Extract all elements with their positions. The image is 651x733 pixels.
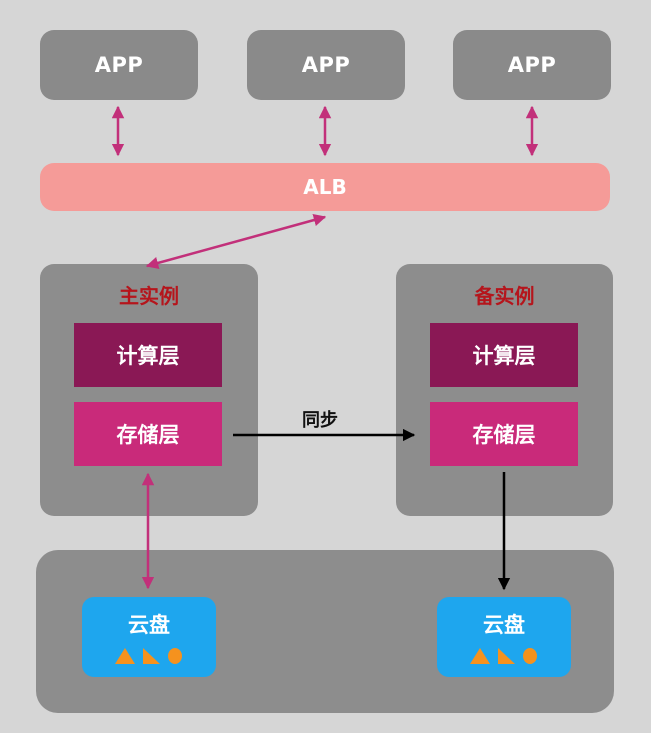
cloud-disk-label: 云盘 bbox=[483, 613, 525, 637]
alb-bar: ALB bbox=[40, 163, 610, 211]
standby-compute-layer: 计算层 bbox=[430, 323, 578, 387]
standby-storage-layer: 存储层 bbox=[430, 402, 578, 466]
triangle-icon bbox=[470, 648, 490, 664]
app-box-3: APP bbox=[453, 30, 611, 100]
triangle-icon bbox=[115, 648, 135, 664]
alb-primary-arrow bbox=[145, 213, 327, 270]
cloud-disk-standby: 云盘 bbox=[437, 597, 571, 677]
right-triangle-icon bbox=[143, 648, 160, 664]
compute-layer-label: 计算层 bbox=[116, 344, 180, 368]
sync-label: 同步 bbox=[302, 410, 338, 431]
app-label: APP bbox=[94, 53, 144, 77]
app-box-1: APP bbox=[40, 30, 198, 100]
compute-layer-label: 计算层 bbox=[472, 344, 536, 368]
circle-icon bbox=[168, 648, 182, 664]
app-label: APP bbox=[301, 53, 351, 77]
disk-icon-group bbox=[82, 647, 216, 665]
storage-layer-label: 存储层 bbox=[472, 423, 536, 447]
primary-storage-layer: 存储层 bbox=[74, 402, 222, 466]
cloud-disk-label: 云盘 bbox=[128, 613, 170, 637]
app-label: APP bbox=[507, 53, 557, 77]
primary-instance: 主实例 计算层 存储层 bbox=[40, 264, 258, 516]
right-triangle-icon bbox=[498, 648, 515, 664]
circle-icon bbox=[523, 648, 537, 664]
app-box-2: APP bbox=[247, 30, 405, 100]
standby-instance-title: 备实例 bbox=[474, 284, 535, 308]
primary-compute-layer: 计算层 bbox=[74, 323, 222, 387]
cloud-disk-primary: 云盘 bbox=[82, 597, 216, 677]
disk-icon-group bbox=[437, 647, 571, 665]
alb-label: ALB bbox=[303, 175, 347, 199]
storage-layer-label: 存储层 bbox=[116, 423, 180, 447]
primary-instance-title: 主实例 bbox=[119, 284, 179, 308]
